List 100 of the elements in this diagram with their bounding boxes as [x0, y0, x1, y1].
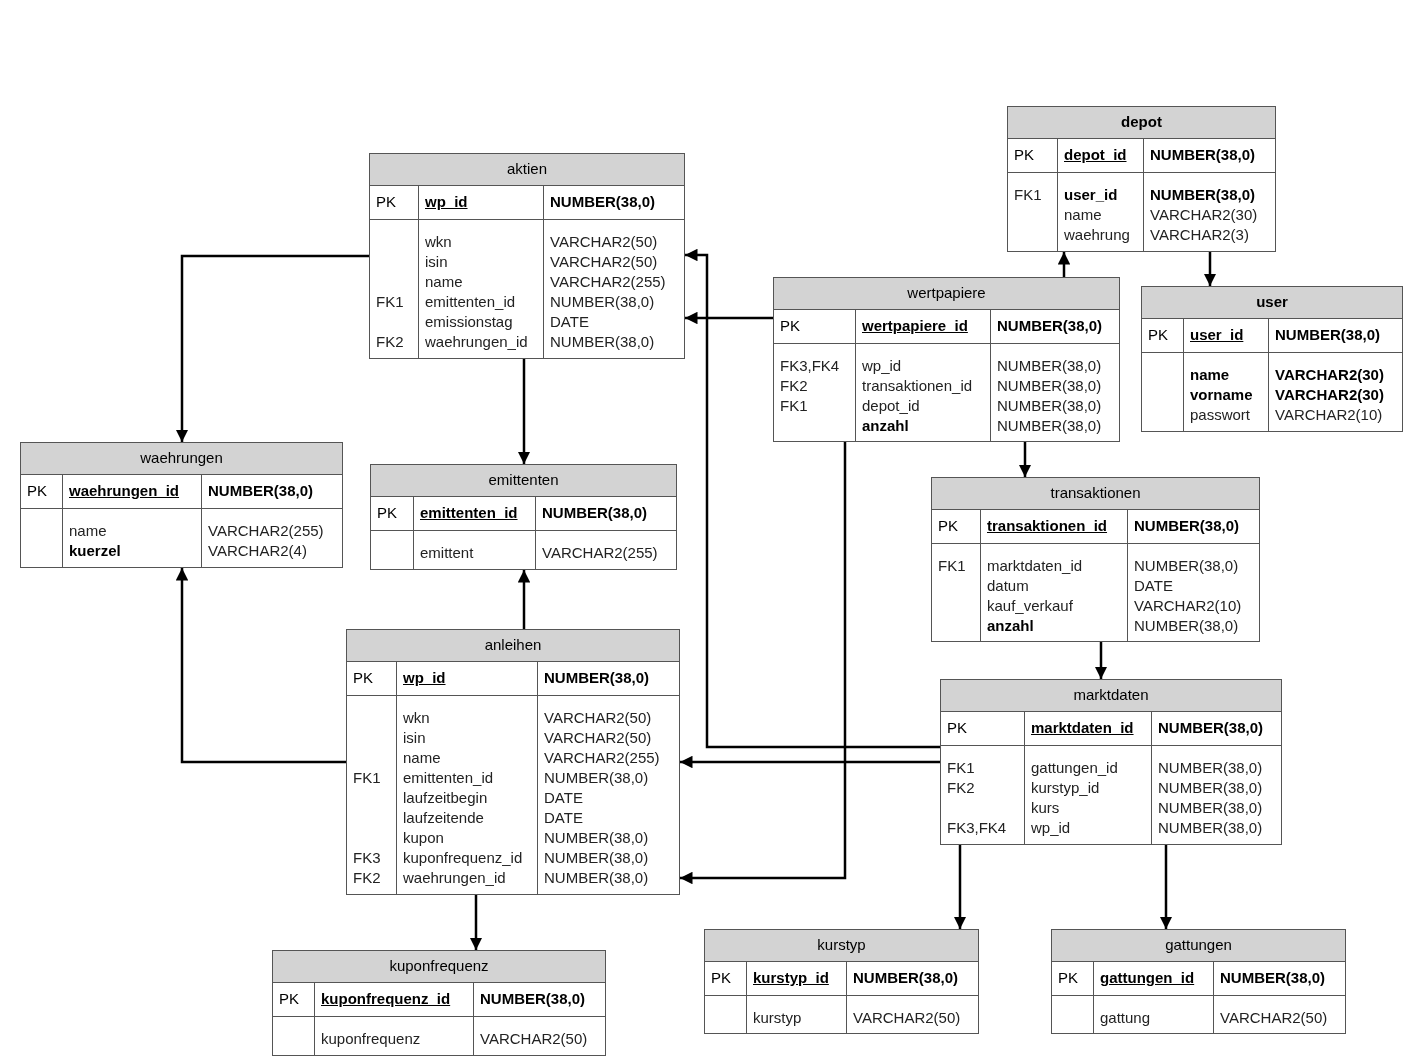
column-name: depot_id	[861, 396, 921, 416]
table-title: kuponfrequenz	[273, 951, 605, 983]
column-type: DATE	[1133, 576, 1174, 596]
relationship-arrow	[1203, 252, 1217, 286]
column-type: NUMBER(38,0)	[1133, 616, 1240, 636]
column-name: waehrungen_id	[402, 868, 507, 888]
column-name: name	[1063, 205, 1103, 225]
primary-key-column: wp_id	[397, 667, 446, 690]
entity-table	[773, 277, 1120, 442]
column-type: VARCHAR2(10)	[1274, 405, 1384, 425]
column-name: name	[402, 748, 442, 768]
column-type: NUMBER(38,0)	[479, 989, 585, 1010]
column-name: passwort	[1189, 405, 1252, 425]
foreign-key-label: FK2	[779, 376, 809, 396]
column-name: kuerzel	[68, 541, 122, 561]
relationship-arrow	[517, 359, 531, 464]
entity-table	[369, 153, 685, 359]
column-type: NUMBER(38,0)	[543, 868, 650, 888]
table-title: transaktionen	[932, 478, 1259, 510]
column-name: laufzeitbegin	[402, 788, 489, 808]
entity-table	[931, 477, 1260, 642]
column-type: NUMBER(38,0)	[1157, 818, 1263, 838]
column-type: VARCHAR2(50)	[1219, 1008, 1328, 1028]
column-type: VARCHAR2(255)	[543, 748, 660, 768]
relationship-arrow	[1094, 642, 1108, 679]
primary-key-column: waehrungen_id	[63, 480, 180, 503]
column-type: VARCHAR2(50)	[549, 232, 659, 252]
column-name: emittenten_id	[402, 768, 495, 788]
primary-key-column: wp_id	[419, 191, 468, 214]
column-name: vorname	[1189, 385, 1254, 405]
column-type: DATE	[549, 312, 590, 332]
column-type: NUMBER(38,0)	[1133, 516, 1239, 537]
relationship-arrow	[685, 248, 940, 749]
primary-key-label: PK	[779, 316, 800, 337]
entity-table	[346, 629, 680, 895]
column-type: VARCHAR2(30)	[1274, 385, 1384, 405]
column-type: VARCHAR2(50)	[543, 728, 653, 748]
column-name: emissionstag	[424, 312, 514, 332]
column-type: VARCHAR2(30)	[1274, 365, 1384, 385]
column-name: emittent	[419, 543, 475, 563]
primary-key-label: PK	[376, 503, 397, 524]
column-type: NUMBER(38,0)	[549, 192, 655, 213]
column-type: VARCHAR2(255)	[541, 543, 658, 563]
table-title: aktien	[370, 154, 684, 186]
column-name: wkn	[402, 708, 431, 728]
foreign-key-label: FK1	[375, 292, 405, 312]
column-name: anzahl	[986, 616, 1035, 636]
column-name: emittenten_id	[424, 292, 517, 312]
primary-key-label: PK	[1147, 325, 1168, 346]
column-name: waehrung	[1063, 225, 1131, 245]
column-type: VARCHAR2(255)	[549, 272, 666, 292]
primary-key-label: PK	[710, 968, 731, 989]
column-name: wp_id	[1030, 818, 1072, 838]
primary-key-column: kuponfrequenz_id	[315, 988, 451, 1011]
column-name: kauf_verkauf	[986, 596, 1074, 616]
column-type: NUMBER(38,0)	[549, 292, 656, 312]
column-type: NUMBER(38,0)	[996, 396, 1102, 416]
relationship-arrow	[680, 755, 940, 769]
column-type: NUMBER(38,0)	[1149, 145, 1255, 166]
column-type: NUMBER(38,0)	[996, 376, 1102, 396]
column-type: VARCHAR2(10)	[1133, 596, 1242, 616]
column-type: NUMBER(38,0)	[1157, 758, 1263, 778]
table-title: kurstyp	[705, 930, 978, 962]
column-type: NUMBER(38,0)	[1149, 185, 1256, 205]
table-title: anleihen	[347, 630, 679, 662]
column-name: isin	[424, 252, 449, 272]
entity-table	[1141, 286, 1403, 432]
column-type: DATE	[543, 788, 584, 808]
relationship-arrow	[1057, 252, 1071, 277]
foreign-key-label: FK3	[352, 848, 382, 868]
column-name: isin	[402, 728, 427, 748]
relationship-arrow	[685, 311, 773, 325]
column-type: NUMBER(38,0)	[1157, 798, 1263, 818]
foreign-key-label: FK3,FK4	[779, 356, 841, 376]
column-name: datum	[986, 576, 1030, 596]
column-type: NUMBER(38,0)	[543, 848, 650, 868]
column-type: NUMBER(38,0)	[996, 356, 1102, 376]
column-name: wp_id	[861, 356, 903, 376]
primary-key-label: PK	[1013, 145, 1034, 166]
table-title: waehrungen	[21, 443, 342, 475]
table-title: depot	[1008, 107, 1275, 139]
primary-key-label: PK	[26, 481, 47, 502]
primary-key-label: PK	[1057, 968, 1078, 989]
primary-key-column: emittenten_id	[414, 502, 518, 525]
relationship-arrow	[680, 442, 847, 885]
table-title: emittenten	[371, 465, 676, 497]
relationship-arrow	[175, 568, 346, 764]
foreign-key-label: FK1	[1013, 185, 1043, 205]
foreign-key-label: FK2	[352, 868, 382, 888]
column-name: kupon	[402, 828, 445, 848]
column-name: anzahl	[861, 416, 910, 436]
primary-key-column: user_id	[1184, 324, 1244, 347]
relationship-arrow	[469, 895, 483, 950]
column-type: NUMBER(38,0)	[1133, 556, 1240, 576]
column-name: wkn	[424, 232, 453, 252]
column-name: user_id	[1063, 185, 1119, 205]
primary-key-column: gattungen_id	[1094, 967, 1195, 990]
entity-table	[940, 679, 1282, 845]
column-name: laufzeitende	[402, 808, 485, 828]
column-type: NUMBER(38,0)	[996, 316, 1102, 337]
